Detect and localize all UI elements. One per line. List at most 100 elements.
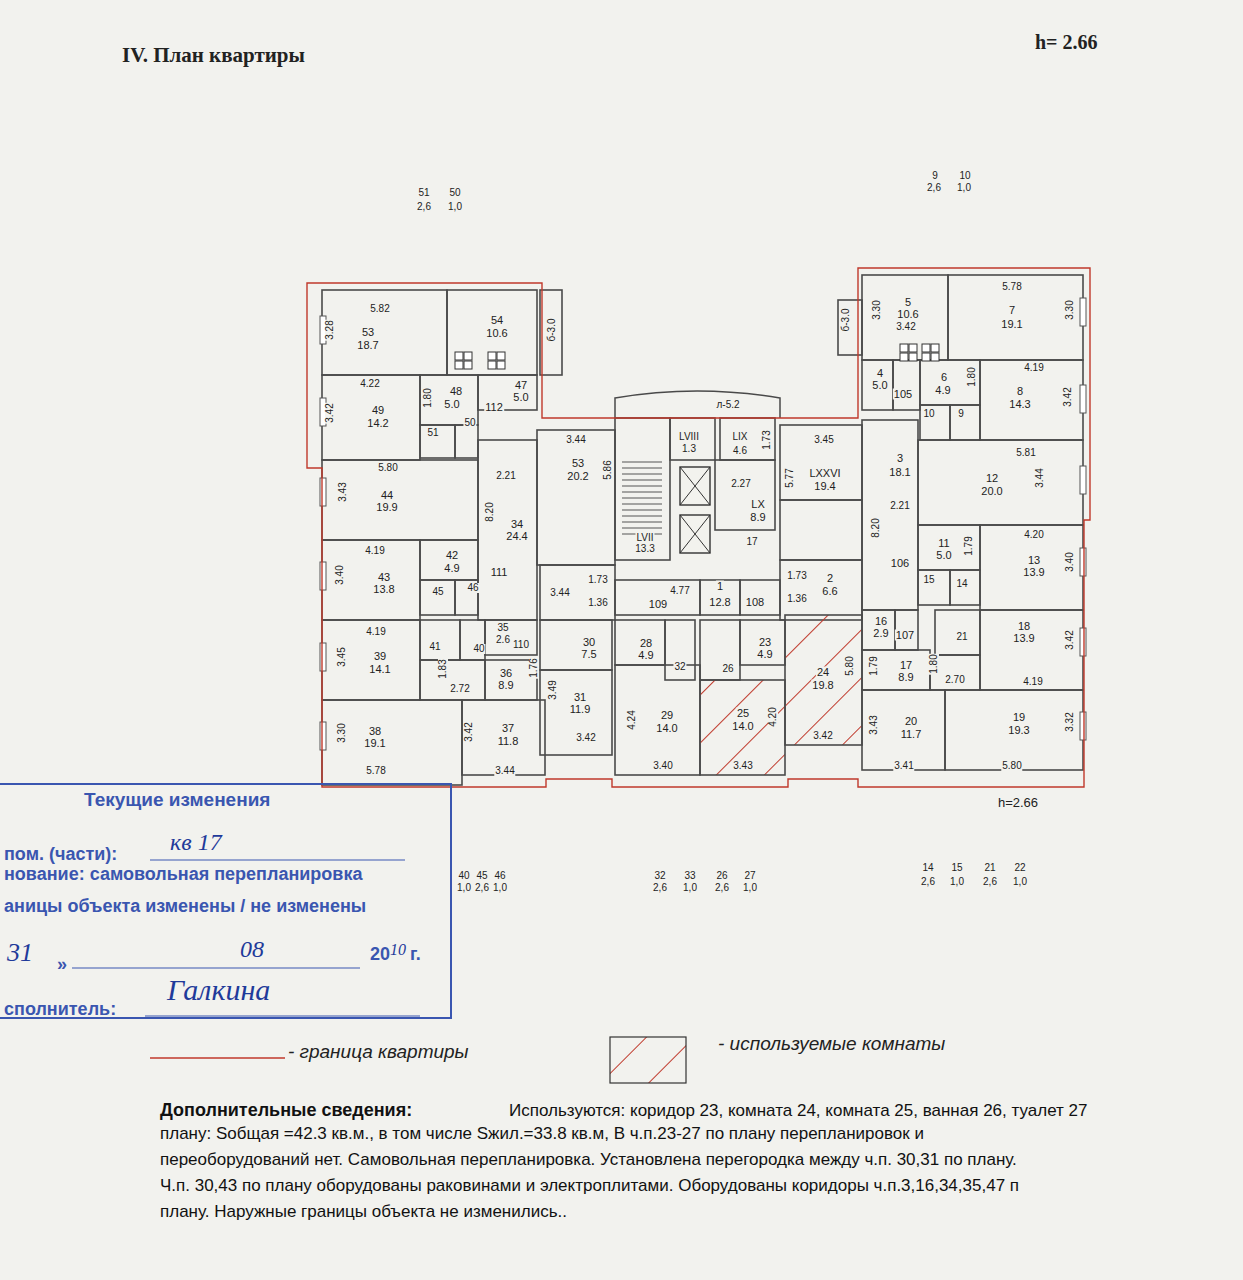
window xyxy=(1080,298,1086,326)
room-outline xyxy=(780,560,862,620)
stair-step xyxy=(622,468,662,469)
plan-label: 35 xyxy=(496,623,509,633)
plan-label: 26 xyxy=(721,664,734,674)
plan-label: 34 xyxy=(510,519,524,530)
room-outline xyxy=(447,290,537,375)
plan-label: 3.44 xyxy=(494,766,515,776)
plan-label: 1,0 xyxy=(447,202,463,212)
dimension-label: 3.30 xyxy=(337,722,347,743)
room-outline xyxy=(478,440,537,620)
stove-symbol xyxy=(455,344,939,369)
room-outline xyxy=(862,360,893,410)
legend-hatch-sample xyxy=(610,1037,686,1083)
plan-label: 19.1 xyxy=(1000,319,1023,330)
plan-label: 13.9 xyxy=(1022,567,1045,578)
balcony xyxy=(615,391,780,418)
title: IV. План квартиры xyxy=(122,45,305,66)
burner xyxy=(497,352,505,360)
plan-label: 2,6 xyxy=(714,883,730,893)
plan-label: 6.6 xyxy=(821,586,838,597)
stair-step xyxy=(622,480,662,481)
room-outline xyxy=(420,620,460,660)
plan-label: 28 xyxy=(639,638,653,649)
stamp-box: Текущие измененияпом. (части):кв 17нован… xyxy=(0,783,452,1019)
plan-label: LIX xyxy=(731,432,748,442)
plan-label: 38 xyxy=(368,726,382,737)
room-outline xyxy=(322,460,478,540)
plan-label: 14 xyxy=(921,863,934,873)
room-outline xyxy=(920,405,950,440)
plan-label: 1,0 xyxy=(492,883,508,893)
dimension-label: б-3.0 xyxy=(547,318,557,343)
stair-step xyxy=(622,504,662,505)
handwritten-entry: 10 xyxy=(390,942,406,958)
plan-label: 2.27 xyxy=(730,479,751,489)
legend-text: - используемые комнаты xyxy=(718,1034,945,1053)
plan-label: 112 xyxy=(484,402,504,413)
room-outline xyxy=(950,570,980,605)
burner xyxy=(464,361,472,369)
plan-label: 19.4 xyxy=(813,481,836,492)
dimension-label: 3.42 xyxy=(325,402,335,423)
dimension-label: 4.24 xyxy=(627,709,637,730)
room-outline xyxy=(780,500,862,560)
plan-label: 3.43 xyxy=(732,761,753,771)
handwritten-entry: кв 17 xyxy=(170,830,222,854)
plan-label: 40 xyxy=(472,644,485,654)
plan-label: 2.72 xyxy=(449,684,470,694)
handwritten-entry: Галкина xyxy=(167,975,270,1005)
dimension-label: 3.45 xyxy=(337,646,347,667)
stair-step xyxy=(622,528,662,529)
plan-label: 5.81 xyxy=(1015,448,1036,458)
stamp-text: аницы объекта изменены / не изменены xyxy=(4,897,366,915)
plan-label: 5.80 xyxy=(377,463,398,473)
plan-label: 49 xyxy=(371,405,385,416)
burner xyxy=(909,353,917,361)
room-outline xyxy=(420,660,485,700)
room-outline xyxy=(862,610,895,650)
dimension-label: 3.42 xyxy=(1065,629,1075,650)
burner xyxy=(900,344,908,352)
burner xyxy=(455,352,463,360)
plan-label: 47 xyxy=(514,380,528,391)
plan-label: 19.3 xyxy=(1007,725,1030,736)
plan-label: 24.4 xyxy=(505,531,528,542)
stamp-underlines xyxy=(72,860,420,1016)
plan-label: 12.8 xyxy=(708,597,731,608)
room-outline xyxy=(862,690,945,770)
room-outline xyxy=(895,610,918,650)
plan-label: 45 xyxy=(431,587,444,597)
room-outline xyxy=(780,425,862,500)
plan-label: 3.44 xyxy=(565,435,586,445)
dimension-label: б-3.0 xyxy=(841,308,851,333)
handwritten-entry: 31 xyxy=(7,940,33,966)
dimension-label: 1.80 xyxy=(929,653,939,674)
plan-label: 42 xyxy=(445,550,459,561)
plan-label: 10.6 xyxy=(896,309,919,320)
burner xyxy=(922,344,930,352)
plan-label: 18.7 xyxy=(356,340,379,351)
elevator-shaft xyxy=(680,515,710,553)
plan-label: 5.0 xyxy=(443,399,460,410)
room-outline xyxy=(615,580,700,615)
dimension-label: 1.80 xyxy=(423,387,433,408)
plan-label: 41 xyxy=(428,642,441,652)
stair-step xyxy=(622,462,662,463)
plan-label: 2,6 xyxy=(416,202,432,212)
plan-label: 5.82 xyxy=(369,304,390,314)
stair-step xyxy=(622,486,662,487)
plan-label: 24 xyxy=(816,667,830,678)
dimension-label: 3.32 xyxy=(1065,711,1075,732)
plan-label: 32 xyxy=(653,871,666,881)
room-outline xyxy=(615,665,700,775)
plan-label: 1 xyxy=(716,581,724,592)
legend-line-sample xyxy=(150,1057,285,1059)
note-text: Используются: коридор 23, комната 24, ко… xyxy=(509,1102,1087,1119)
room-outline xyxy=(918,525,980,570)
dimension-label: 3.40 xyxy=(335,564,345,585)
plan-label: 17 xyxy=(745,537,758,547)
window-symbol xyxy=(320,298,1086,750)
note-text: плану: Sобщая =42.3 кв.м., в том числе S… xyxy=(160,1125,924,1142)
dimension-label: 1.76 xyxy=(529,657,539,678)
window xyxy=(1080,712,1086,740)
